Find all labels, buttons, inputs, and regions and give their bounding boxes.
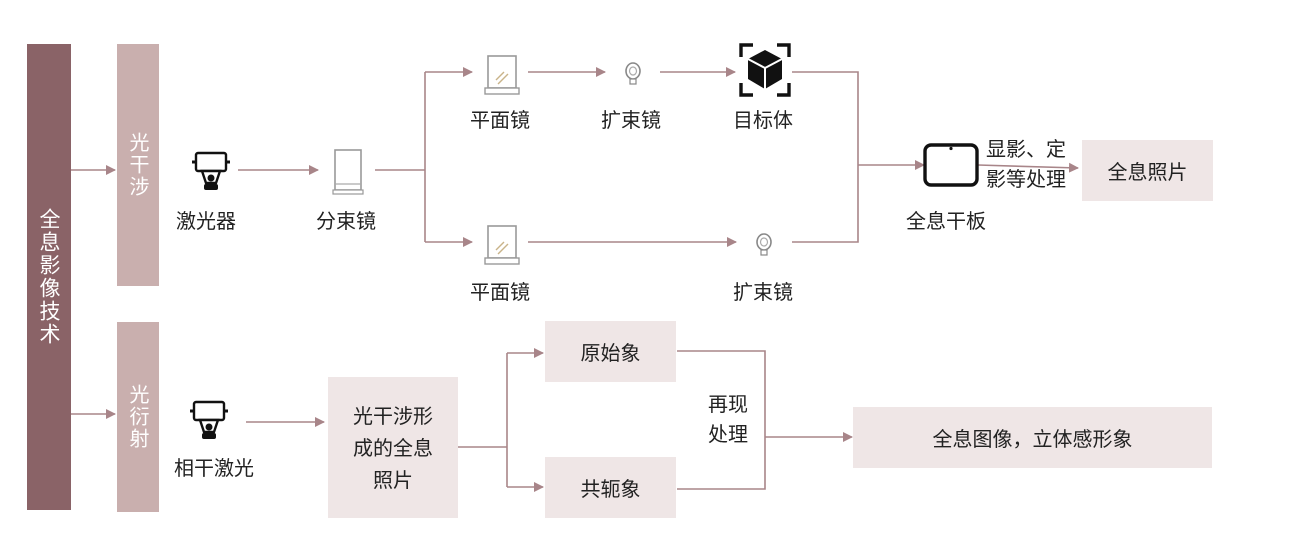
hologram-photo-label: 全息照片 — [1107, 160, 1188, 184]
beam-splitter-label: 分束镜 — [316, 209, 376, 233]
interference-label: 光干涉 — [126, 132, 150, 198]
conjugate-image-label: 共轭象 — [580, 477, 641, 501]
diffraction-branch-bar: 光衍射 — [117, 322, 159, 512]
cube-icon — [739, 43, 791, 97]
formed-photo-box: 光干涉形 成的全息 照片 — [328, 377, 458, 518]
target-label: 目标体 — [733, 108, 793, 132]
reproduce-label: 再现 处理 — [708, 392, 748, 446]
upper-mirror-label: 平面镜 — [470, 108, 530, 132]
conjugate-image-box: 共轭象 — [545, 457, 676, 518]
laser-label: 激光器 — [176, 209, 236, 233]
coherent-laser-label: 相干激光 — [174, 456, 254, 480]
lower-mirror-label: 平面镜 — [470, 280, 530, 304]
diffraction-label: 光衍射 — [126, 384, 150, 450]
line-target-to-plate — [792, 71, 859, 165]
beam-expander-icon — [756, 233, 772, 256]
arrow-plate-to-photo — [977, 162, 1079, 173]
beam-expander-icon — [625, 62, 641, 85]
original-image-label: 原始象 — [580, 341, 641, 365]
result-box: 全息图像，立体感形象 — [853, 407, 1212, 468]
laser-icon — [190, 400, 228, 439]
beam-splitter-icon — [332, 149, 364, 195]
hologram-plate-label: 全息干板 — [906, 209, 986, 233]
line-lower-to-plate — [792, 165, 859, 243]
result-label: 全息图像，立体感形象 — [932, 427, 1133, 451]
original-image-box: 原始象 — [545, 321, 676, 382]
lower-expander-label: 扩束镜 — [733, 280, 793, 304]
formed-photo-label: 光干涉形 成的全息 照片 — [353, 403, 433, 492]
plane-mirror-icon — [484, 55, 520, 95]
hologram-photo-box: 全息照片 — [1082, 140, 1213, 201]
plane-mirror-icon — [484, 225, 520, 265]
main-topic-bar: 全息影像技术 — [27, 44, 71, 510]
laser-icon — [192, 151, 230, 190]
develop-fix-label: 显影、定 影等处理 — [986, 137, 1066, 191]
line-images-to-reproduce — [677, 350, 766, 490]
upper-expander-label: 扩束镜 — [601, 108, 661, 132]
tablet-icon — [923, 143, 979, 187]
interference-branch-bar: 光干涉 — [117, 44, 159, 286]
main-topic-label: 全息影像技术 — [37, 208, 61, 346]
